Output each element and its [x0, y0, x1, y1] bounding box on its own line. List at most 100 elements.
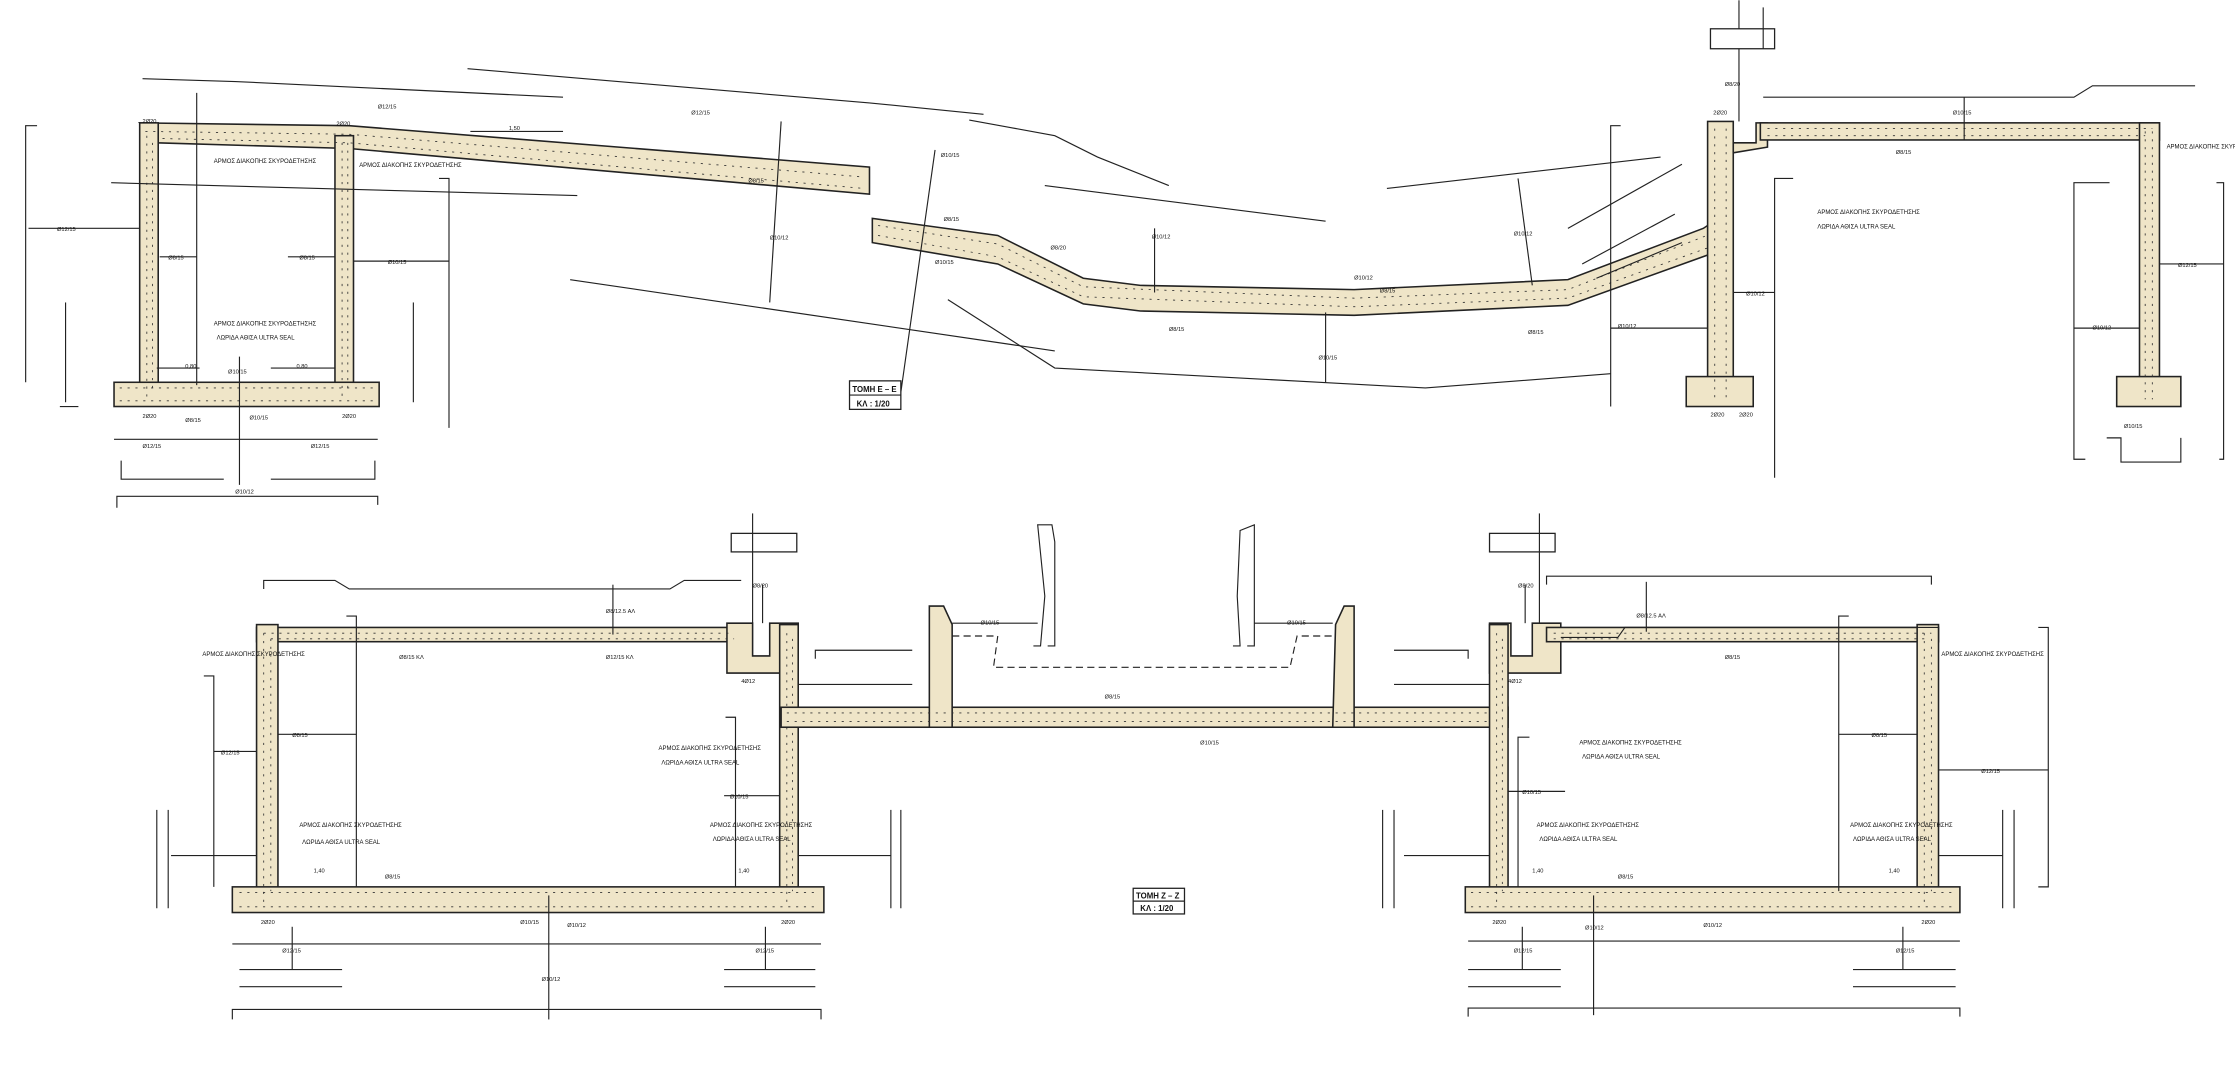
section-e-e: Ø12/15 Ø12/15 Ø10/15 Ø10/12 Ø8/15 Ø8/15 …: [25, 0, 2235, 508]
dimension-label: Ø12/15: [2178, 263, 2197, 269]
concrete-wall: [1488, 623, 1509, 897]
dimension-label: Ø12/15: [57, 227, 76, 233]
rebar-label: Ø8/15: [944, 217, 960, 223]
concrete-wall: [1706, 120, 1735, 382]
dimension-label: Ø12/15: [311, 444, 330, 450]
dimension-label: Ø10/15: [249, 415, 268, 421]
rebar-label: Ø8/15: [1105, 695, 1121, 701]
dimension-label: Ø12/15: [1981, 769, 2000, 775]
seal-note: ΛΩΡΙΔΑ ΑΘΙΣΑ ULTRA SEAL: [302, 840, 381, 846]
dimension-label: Ø12/15: [691, 110, 710, 116]
concrete-bottom-slab: [1464, 886, 1961, 914]
rebar-label: Ø10/12: [567, 923, 586, 929]
rebar-label: Ø12/15 ΚΛ: [606, 655, 634, 661]
seal-note: ΛΩΡΙΔΑ ΑΘΙΣΑ ULTRA SEAL: [1817, 224, 1896, 230]
rebar-label: 2Ø20: [1921, 920, 1935, 926]
dimension-label: Ø12/15: [143, 444, 162, 450]
dimension-label: Ø10/15: [2124, 424, 2143, 430]
railing-box: [730, 532, 798, 553]
rebar-label: Ø8/15: [185, 418, 201, 424]
rebar-label: Ø8/15: [1169, 327, 1185, 333]
rebar-label: 2Ø20: [781, 920, 795, 926]
edge-beam-rebar-label: 4Ø12: [741, 679, 755, 685]
dimension-label: 0,80: [185, 364, 196, 370]
rebar-label: 2Ø20: [261, 920, 275, 926]
concrete-wall: [334, 134, 355, 388]
seal-note: ΛΩΡΙΔΑ ΑΘΙΣΑ ULTRA SEAL: [1582, 755, 1661, 761]
dimension-label: Ø8/15: [299, 256, 315, 262]
rebar-label: Ø8/20: [1051, 246, 1067, 252]
railing-box: [1709, 28, 1776, 50]
dimension-label: Ø10/12: [542, 977, 561, 983]
rebar-label: Ø10/15: [520, 920, 539, 926]
joint-note: ΑΡΜΟΣ ΔΙΑΚΟΠΗΣ ΣΚΥΡΟΔΕΤΗΣΗΣ: [710, 823, 813, 829]
rebar-label: 2Ø20: [1713, 110, 1727, 116]
dimension-label: Ø10/12: [1514, 231, 1533, 237]
rebar-label: 2Ø20: [1492, 920, 1506, 926]
joint-note: ΑΡΜΟΣ ΔΙΑΚΟΠΗΣ ΣΚΥΡΟΔΕΤΗΣΗΣ: [1579, 740, 1682, 746]
rebar-label: Ø10/15: [935, 260, 954, 266]
dimension-label: Ø10/12: [1618, 324, 1637, 330]
joint-note: ΑΡΜΟΣ ΔΙΑΚΟΠΗΣ ΣΚΥΡΟΔΕΤΗΣΗΣ: [1850, 823, 1953, 829]
seal-note: ΛΩΡΙΔΑ ΑΘΙΣΑ ULTRA SEAL: [661, 760, 740, 766]
dimension-label: Ø10/15: [388, 260, 407, 266]
dimension-label: Ø8/12.5 ΑΛ: [1636, 613, 1666, 619]
concrete-top-slab: [255, 626, 742, 643]
concrete-wall: [2138, 122, 2161, 381]
dimension-label: Ø10/15: [1318, 355, 1337, 361]
rebar-label: 2Ø20: [143, 119, 157, 125]
dimension-label: Ø10/12: [235, 489, 254, 495]
concrete-wall: [1916, 623, 1940, 897]
section-z-z: Ø8/12.5 ΑΛ Ø8/15 ΚΛ Ø12/15 ΚΛ Ø8/20 Ø8/2…: [156, 513, 2049, 1020]
dimension-label: Ø10/15: [730, 794, 749, 800]
section-scale: ΚΛ : 1/20: [857, 400, 891, 409]
joint-note: ΑΡΜΟΣ ΔΙΑΚΟΠΗΣ ΣΚΥΡΟΔΕΤΗΣΗΣ: [1941, 652, 2044, 658]
rebar-label: Ø8/15: [1528, 330, 1544, 336]
rebar-label: Ø8/15: [1618, 874, 1634, 880]
edge-beam-rebar-label: 4Ø12: [1508, 679, 1522, 685]
dimension-label: Ø10/12: [1152, 234, 1171, 240]
dimension-label: Ø10/15: [1287, 621, 1306, 627]
joint-note: ΑΡΜΟΣ ΔΙΑΚΟΠΗΣ ΣΚΥΡΟΔΕΤΗΣΗΣ: [202, 652, 305, 658]
dimension-label: 1,40: [314, 869, 325, 875]
joint-note: ΑΡΜΟΣ ΔΙΑΚΟΠΗΣ ΣΚΥΡΟΔΕΤΗΣΗΣ: [1537, 823, 1640, 829]
rebar-label: Ø10/12: [1703, 923, 1722, 929]
joint-note: ΑΡΜΟΣ ΔΙΑΚΟΠΗΣ ΣΚΥΡΟΔΕΤΗΣΗΣ: [659, 746, 762, 752]
concrete-bottom-slab: [231, 886, 825, 914]
rebar-label: Ø10/15: [1200, 740, 1219, 746]
dimension-label: 1,40: [1532, 869, 1543, 875]
rebar-label: Ø8/15: [1380, 288, 1396, 294]
section-title: ΤΟΜΗ Ε – Ε: [852, 385, 896, 394]
dimension-label: Ø8/12.5 ΑΛ: [606, 609, 636, 615]
dimension-label: Ø8/15: [1872, 733, 1888, 739]
rebar-label: 2Ø20: [1739, 412, 1753, 418]
dimension-label: Ø10/12: [1746, 291, 1765, 297]
concrete-wall: [255, 623, 279, 897]
concrete-footing: [2115, 375, 2182, 408]
dimension-label: Ø8/20: [1518, 584, 1534, 590]
rebar-label: 2Ø20: [143, 414, 157, 420]
joint-note: ΑΡΜΟΣ ΔΙΑΚΟΠΗΣ ΣΚΥΡΟΔΕΤΗΣΗΣ: [214, 159, 317, 165]
seal-note: ΛΩΡΙΔΑ ΑΘΙΣΑ ULTRA SEAL: [217, 336, 296, 342]
joint-note: ΑΡΜΟΣ ΔΙΑΚΟΠΗΣ ΣΚΥΡΟΔΕΤΗΣΗΣ: [299, 823, 402, 829]
joint-note: ΑΡΜΟΣ ΔΙΑΚΟΠΗΣ ΣΚΥΡΟΔΕΤΗΣΗΣ: [359, 163, 462, 169]
section-title: ΤΟΜΗ Ζ – Ζ: [1136, 891, 1180, 900]
dimension-label: Ø10/12: [2092, 326, 2111, 332]
railing-box: [1488, 532, 1556, 553]
rebar-label: Ø8/15: [1725, 655, 1741, 661]
rebar-label: 2Ø20: [342, 414, 356, 420]
concrete-ramp-slab: [871, 212, 1729, 317]
concrete-curb: [928, 605, 953, 729]
dimension-label: Ø12/15: [1514, 948, 1533, 954]
joint-note: ΑΡΜΟΣ ΔΙΑΚΟΠΗΣ ΣΚΥΡΟΔΕΤΗΣΗΣ: [2167, 145, 2235, 151]
seal-note: ΛΩΡΙΔΑ ΑΘΙΣΑ ULTRA SEAL: [1539, 837, 1618, 843]
dimension-label: Ø12/15: [221, 750, 240, 756]
rebar-label: 2Ø20: [336, 122, 350, 128]
concrete-deck: [780, 706, 1509, 729]
dimension-label: Ø12/15: [282, 948, 301, 954]
dimension-label: Ø8/20: [1725, 82, 1741, 88]
rebar-label: Ø8/15: [1896, 150, 1912, 156]
dimension-label: Ø10/12: [770, 236, 789, 242]
dimension-label: 0,80: [296, 364, 307, 370]
